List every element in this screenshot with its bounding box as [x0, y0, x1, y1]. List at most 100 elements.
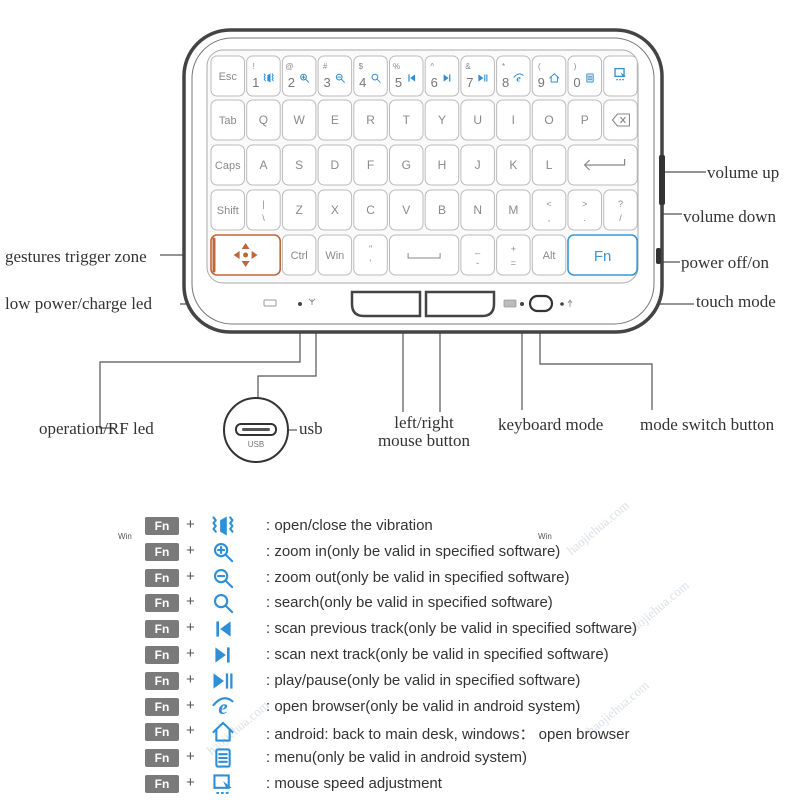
keyboard-mode-icon	[503, 299, 517, 308]
fn-shortcut-row: Fn+: mouse speed adjustment	[140, 772, 780, 798]
key-label: Z	[295, 203, 302, 217]
plus-sign: +	[186, 670, 195, 688]
key-label: I	[512, 113, 515, 127]
key-label: +	[511, 244, 516, 254]
key: K	[496, 144, 531, 186]
key-sub-label: (	[538, 62, 541, 71]
key-label: M	[508, 203, 518, 217]
zoom-out-icon	[335, 73, 345, 83]
key: I	[496, 99, 531, 141]
fn-shortcut-row: Fn+: scan next track(only be valid in sp…	[140, 643, 780, 669]
key: E	[317, 99, 353, 141]
key-sub-label: )	[574, 62, 577, 71]
key-label: J	[475, 158, 481, 172]
key-cap	[603, 189, 638, 231]
key-sub-label: #	[323, 62, 328, 71]
callout-line	[257, 312, 317, 398]
key-label: 2	[288, 75, 295, 90]
vibration-icon	[212, 516, 234, 536]
touch-mode-icon	[567, 299, 573, 307]
fn-key-badge: Fn	[145, 723, 179, 742]
key-label: V	[402, 203, 410, 217]
search-icon	[213, 594, 234, 614]
key-label: |	[262, 199, 264, 209]
key-cap	[281, 99, 317, 141]
key: P	[567, 99, 602, 141]
key: Z	[281, 189, 317, 231]
key-sub-label: @	[285, 62, 293, 71]
fn-shortcut-description: : search(only be valid in specified soft…	[266, 594, 553, 612]
key-label: Caps	[215, 160, 241, 172]
key-label: >	[582, 199, 587, 209]
key-label: Shift	[217, 205, 239, 217]
key: &7	[460, 55, 495, 97]
key: L	[531, 144, 567, 186]
plus-sign: +	[186, 516, 195, 533]
key	[603, 99, 638, 141]
key: ?/	[603, 189, 638, 231]
fn-shortcut-row: Fn+: open/close the vibration	[140, 514, 780, 540]
fn-shortcut-row: Fn+: search(only be valid in specified s…	[140, 591, 780, 617]
key-cap	[496, 234, 531, 276]
key-label: K	[509, 158, 517, 172]
callout-volume-up: volume up	[707, 163, 780, 182]
key-cap	[424, 189, 460, 231]
key-sub-label: $	[359, 62, 364, 71]
key-cap	[603, 99, 638, 141]
battery-icon	[263, 299, 277, 307]
key: Tab	[210, 99, 245, 141]
plus-sign: +	[186, 773, 195, 791]
callout-gestures: gestures trigger zone	[5, 247, 147, 266]
key: @2	[281, 55, 317, 97]
key-cap	[389, 189, 424, 231]
key-cap	[353, 99, 388, 141]
next-icon	[443, 74, 451, 82]
gesture-icon	[233, 243, 258, 267]
fn-key-badge: Fn	[145, 517, 179, 535]
key-label: G	[402, 158, 411, 172]
key-cap	[353, 144, 388, 186]
key: )0	[567, 55, 602, 97]
key: H	[424, 144, 460, 186]
key: R	[353, 99, 388, 141]
key: W	[281, 99, 317, 141]
fn-shortcut-row: Fn+: zoom in(only be valid in specified …	[140, 540, 780, 566]
key-label: 5	[395, 75, 402, 90]
callout-low-power: low power/charge led	[5, 294, 152, 313]
device-bezel	[191, 37, 655, 325]
key-cap	[460, 99, 495, 141]
callout-usb: usb	[299, 419, 323, 438]
key: D	[317, 144, 353, 186]
key: Esc	[210, 55, 245, 97]
key: Y	[424, 99, 460, 141]
key-label: 1	[252, 75, 259, 90]
key-cap	[460, 144, 495, 186]
callout-keyboard-mode: keyboard mode	[498, 415, 604, 434]
key: N	[460, 189, 495, 231]
key-label: 8	[502, 75, 509, 90]
key-cap	[353, 55, 388, 97]
browser-icon: e	[513, 73, 524, 84]
key: C	[353, 189, 388, 231]
left-mouse-button	[350, 290, 422, 318]
key-label: A	[259, 158, 267, 172]
key-cap	[210, 55, 245, 97]
key-cap	[246, 55, 281, 97]
zoom-out-icon	[213, 568, 234, 588]
key	[389, 234, 460, 276]
key-label: <	[546, 199, 551, 209]
key: F	[353, 144, 388, 186]
fn-shortcut-row: Fn+: android: back to main desk, windows…	[140, 720, 780, 746]
fn-shortcut-description: : android: back to main desk, windows： o…	[266, 726, 630, 744]
key-cap	[531, 189, 567, 231]
fn-key-badge: Fn	[145, 671, 179, 690]
key: <,	[531, 189, 567, 231]
key-cap	[317, 99, 353, 141]
key-cap	[317, 55, 353, 97]
key-cap	[389, 144, 424, 186]
key-cap	[531, 234, 567, 276]
plus-sign: +	[186, 748, 195, 766]
